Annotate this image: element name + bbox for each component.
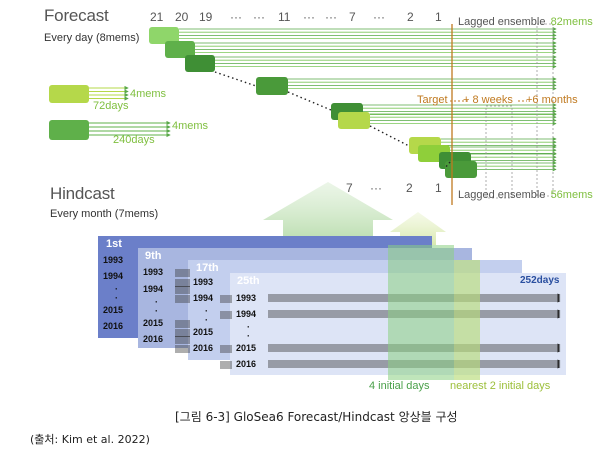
target-label: Target <box>417 94 448 106</box>
year-label: 2016 <box>236 359 257 369</box>
hindcast-lagged-ensemble: Lagged ensemble 56mems <box>458 183 593 202</box>
year-label: 1994 <box>236 309 257 319</box>
initial-day-highlights <box>388 245 480 380</box>
day-number: 7 <box>346 181 353 195</box>
day-number: 2 <box>407 10 414 24</box>
lagged-prefix: Lagged ensemble <box>458 16 546 28</box>
run-length-arrows <box>89 85 171 138</box>
member-box-20 <box>165 41 195 58</box>
member-box-11 <box>256 77 288 95</box>
year-label: 2016 <box>103 321 124 331</box>
short-run-mems: 4mems <box>130 88 167 100</box>
year-label: · <box>155 297 158 307</box>
year-label: · <box>115 284 118 294</box>
day-number: 1 <box>435 181 442 195</box>
lagged-prefix: Lagged ensemble <box>458 189 546 201</box>
long-run-days: 240days <box>113 134 155 146</box>
long-run-mems: 4mems <box>172 120 209 132</box>
year-label: 2015 <box>193 327 214 337</box>
lead-6-months: +6 months <box>526 94 578 106</box>
lag-diagonal <box>214 71 451 169</box>
year-label: 1993 <box>143 267 164 277</box>
initial-days-band <box>388 245 454 380</box>
year-label: 1993 <box>193 277 214 287</box>
year-label: · <box>205 306 208 316</box>
figure-caption: [그림 6-3] GloSea6 Forecast/Hindcast 앙상블 구… <box>175 410 458 424</box>
sheet-title-17th: 17th <box>196 262 219 274</box>
sheet-title-9th: 9th <box>145 250 162 262</box>
year-label: 1994 <box>193 293 214 303</box>
year-label: 2015 <box>143 318 164 328</box>
year-label: · <box>247 331 250 341</box>
member-box-21 <box>149 27 179 44</box>
initial-days-label: 4 initial days <box>369 380 430 392</box>
day-number: 21 <box>150 10 164 24</box>
lead-8-weeks: + 8 weeks <box>463 94 513 106</box>
nearest-days-band <box>454 260 480 380</box>
sheet-title-1st: 1st <box>106 238 122 250</box>
lagged-value: 82mems <box>550 16 593 28</box>
forecast-title: Forecast <box>44 6 109 25</box>
hindcast-sheets <box>98 236 566 375</box>
day-number: ··· <box>253 10 265 24</box>
year-label: 2015 <box>236 343 257 353</box>
day-number: 1 <box>435 10 442 24</box>
year-label: 1994 <box>143 284 164 294</box>
run-length-examples <box>49 85 89 140</box>
long-run-box <box>49 120 89 140</box>
short-run-days: 72days <box>93 100 129 112</box>
sheet-title-25th: 25th <box>237 275 260 287</box>
hindcast-subtitle: Every month (7mems) <box>50 208 159 220</box>
short-run-box <box>49 85 89 103</box>
forecast-member-boxes <box>149 27 477 178</box>
year-label: · <box>115 293 118 303</box>
day-number: ··· <box>325 10 337 24</box>
hindcast-upward-arrows <box>263 182 446 245</box>
member-box-7b <box>338 112 370 129</box>
day-number: 2 <box>406 181 413 195</box>
figure-source: (출처: Kim et al. 2022) <box>30 433 150 446</box>
ensemble-dashed-boxes <box>485 23 554 199</box>
member-box-1b <box>445 161 477 178</box>
day-number: 7 <box>349 10 356 24</box>
day-number: ··· <box>370 181 382 195</box>
year-label: 2016 <box>143 334 164 344</box>
year-label: · <box>205 315 208 325</box>
year-label: 2016 <box>193 343 214 353</box>
year-label: · <box>155 306 158 316</box>
forecast-subtitle: Every day (8mems) <box>44 32 140 44</box>
day-number: 20 <box>175 10 189 24</box>
year-label: 2015 <box>103 305 124 315</box>
day-number: ··· <box>230 10 242 24</box>
year-label: 1993 <box>103 255 124 265</box>
day-number: 19 <box>199 10 213 24</box>
year-label: 1993 <box>236 293 257 303</box>
day-number: ··· <box>303 10 315 24</box>
hindcast-title: Hindcast <box>50 184 115 203</box>
day-number: ··· <box>373 10 385 24</box>
forecast-member-lines <box>179 27 557 172</box>
year-label: 1994 <box>103 271 124 281</box>
forecast-lagged-ensemble: Lagged ensemble 82mems <box>458 10 593 29</box>
nearest-days-label: nearest 2 initial days <box>450 380 551 392</box>
big-up-arrow <box>263 182 393 245</box>
lagged-value: 56mems <box>550 189 593 201</box>
year-label: · <box>247 322 250 332</box>
member-box-19 <box>185 55 215 72</box>
day-number: 11 <box>278 10 291 24</box>
hindcast-length-label: 252days <box>520 275 560 286</box>
